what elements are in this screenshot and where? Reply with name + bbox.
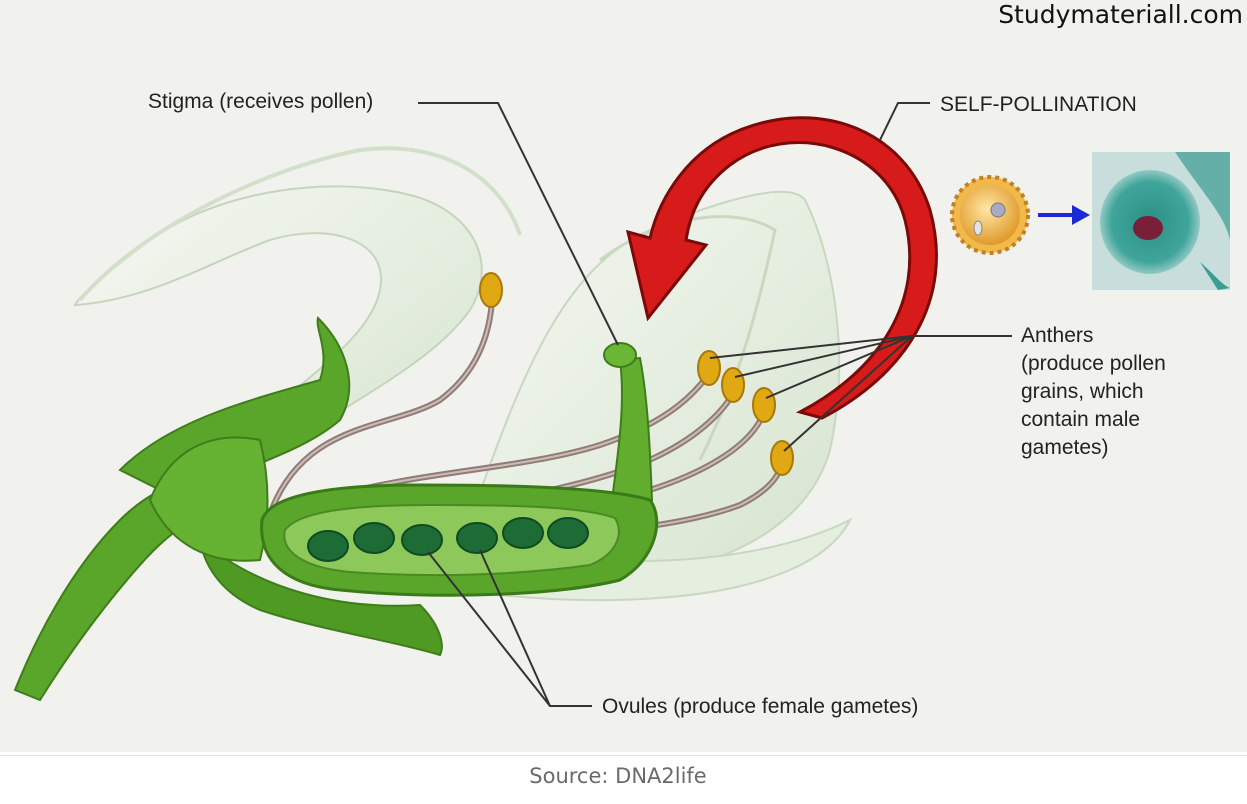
watermark: Studymateriall.com bbox=[998, 0, 1243, 29]
upper-petal-curl bbox=[78, 146, 522, 302]
anthers-label: Anthers (produce pollen grains, which co… bbox=[1021, 322, 1166, 462]
anthers-label-line: grains, which bbox=[1021, 380, 1144, 403]
blue-arrow-icon bbox=[1038, 205, 1090, 225]
flower-diagram: Stigma (receives pollen) SELF-POLLINATIO… bbox=[0, 0, 1247, 752]
stigma-leader bbox=[418, 102, 619, 346]
self-pollination-leader bbox=[879, 102, 930, 141]
anthers-label-line: Anthers bbox=[1021, 324, 1094, 347]
anthers-label-line: (produce pollen bbox=[1021, 352, 1166, 375]
receptacle bbox=[148, 436, 269, 562]
source-caption: Source: DNA2life bbox=[529, 764, 707, 788]
leader-lines bbox=[418, 102, 1012, 707]
micrograph-image bbox=[1092, 152, 1230, 290]
anthers-label-line: contain male bbox=[1021, 408, 1141, 431]
self-pollination-arrow bbox=[625, 116, 938, 420]
stigma bbox=[603, 342, 637, 368]
ovules-label: Ovules (produce female gametes) bbox=[602, 695, 919, 718]
pollen-grain-icon bbox=[950, 175, 1030, 255]
sepal-upper bbox=[118, 316, 351, 502]
flower-illustration bbox=[13, 102, 1230, 707]
self-pollination-label: SELF-POLLINATION bbox=[940, 93, 1137, 116]
anthers-label-line: gametes) bbox=[1021, 436, 1109, 459]
stigma-label: Stigma (receives pollen) bbox=[148, 90, 374, 113]
sepal-lower bbox=[198, 537, 443, 657]
style bbox=[610, 356, 654, 501]
ovules bbox=[307, 517, 589, 562]
divider bbox=[0, 755, 1247, 756]
